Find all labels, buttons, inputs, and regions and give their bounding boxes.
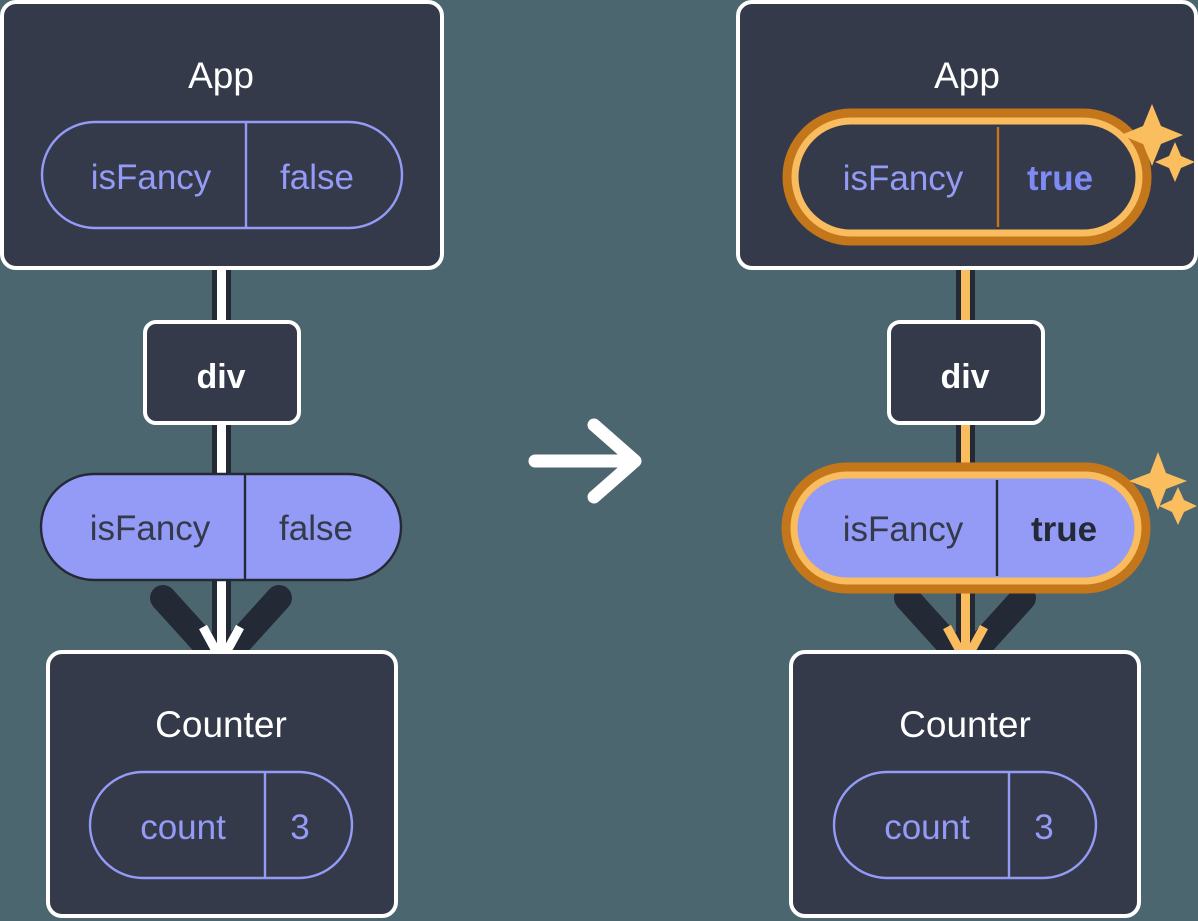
after-app-prop-name: isFancy [843,159,964,198]
before-counter-panel[interactable]: Counter count 3 [46,650,398,918]
after-prop-pill[interactable]: isFancy true [781,452,1197,594]
after-div-label: div [940,358,989,396]
before-wire-white [217,268,226,658]
before-wire-dark-right [226,270,231,665]
after-div-panel[interactable]: div [887,320,1045,425]
before-prop-pill[interactable]: isFancy false [39,472,403,582]
before-app-prop-pill[interactable]: isFancy false [40,120,404,230]
after-counter-label: Counter [899,704,1031,745]
before-div-label: div [196,358,245,396]
after-prop-pill-sparkle-icon [1129,452,1197,525]
before-counter-state-name: count [140,808,226,847]
before-app-label: App [188,55,254,96]
before-wire-dark-left [212,270,217,665]
after-counter-state-name: count [884,808,970,847]
after-counter-state-pill[interactable]: count 3 [832,770,1098,880]
after-wire-orange [961,213,970,659]
before-counter-label: Counter [155,704,287,745]
before-prop-pill-value: false [279,509,353,548]
before-arrow-shaft [217,560,226,660]
after-counter-state-value: 3 [1034,808,1053,847]
before-app-prop-value: false [280,158,354,197]
after-prop-pill-name: isFancy [843,510,964,549]
after-wire-dark-right [970,215,975,665]
after-app-prop-pill[interactable]: isFancy true [782,108,1152,246]
after-app-sparkle-icon [1121,104,1195,182]
transition-arrow-right-icon [528,418,642,504]
after-counter-panel[interactable]: Counter count 3 [789,650,1141,918]
before-app-prop-name: isFancy [91,158,212,197]
before-div-panel[interactable]: div [143,320,301,425]
before-prop-pill-name: isFancy [90,509,211,548]
before-counter-state-value: 3 [290,808,309,847]
after-wire-dark-left [956,215,961,665]
before-counter-state-pill[interactable]: count 3 [88,770,354,880]
after-app-label: App [934,55,1000,96]
after-app-panel[interactable]: App isFancy true [736,0,1198,270]
after-prop-pill-value: true [1031,510,1097,549]
before-app-panel[interactable]: App isFancy false [0,0,444,270]
after-arrow-shaft [961,560,970,660]
after-app-prop-value: true [1027,159,1093,198]
